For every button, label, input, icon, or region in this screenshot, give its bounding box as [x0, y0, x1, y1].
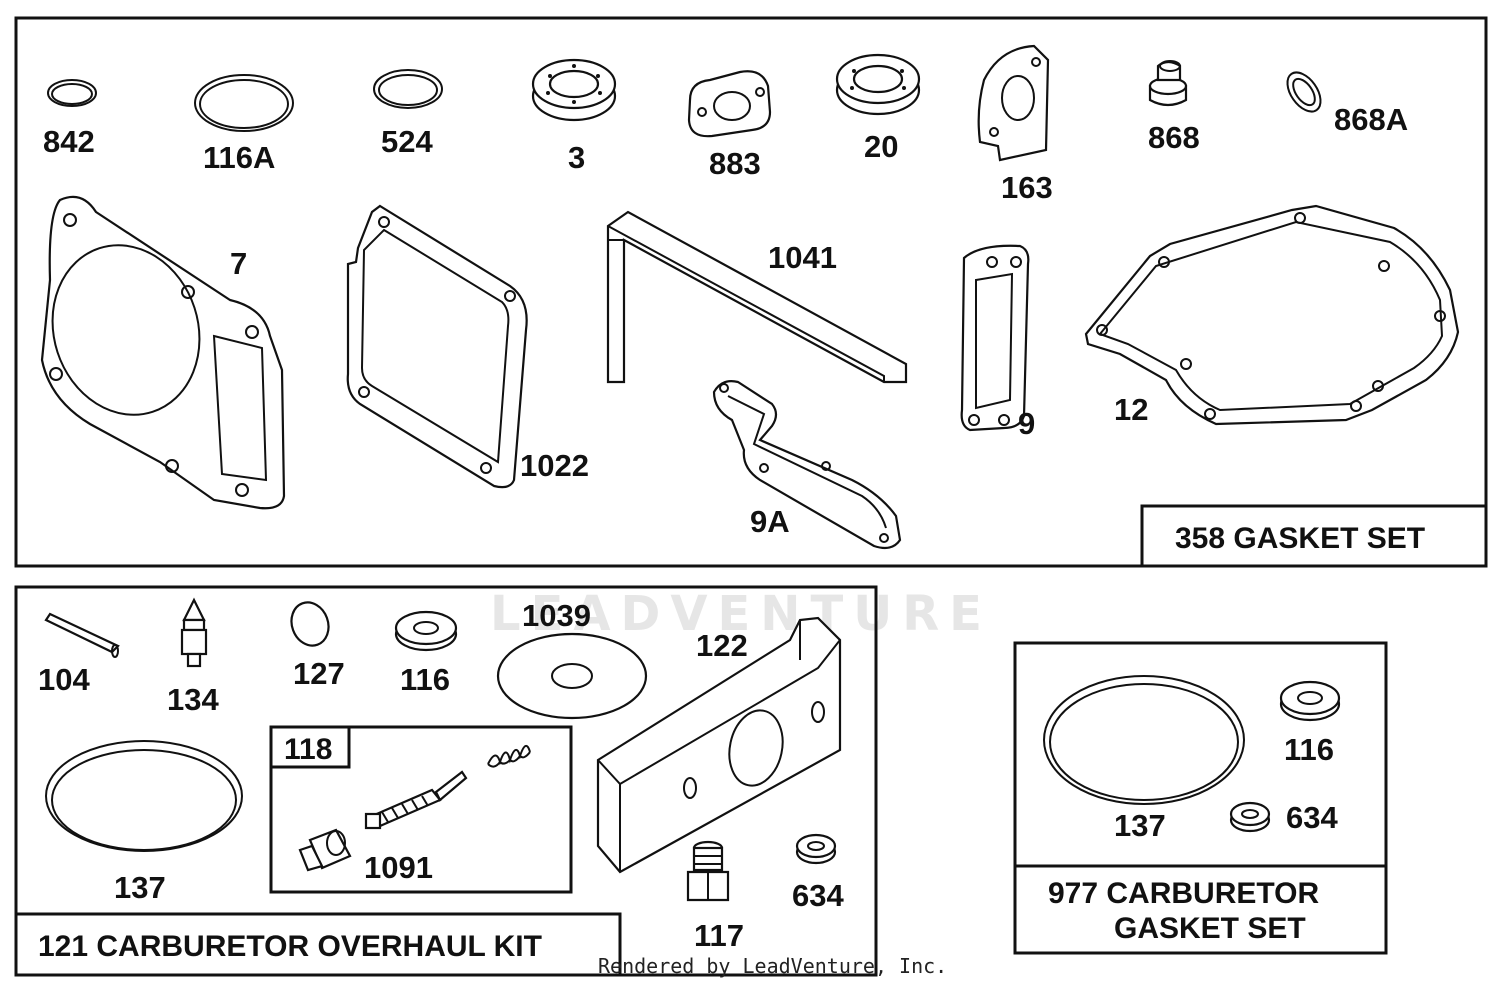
part-134-inlet-needle[interactable]: [180, 597, 208, 668]
carb-gasket-set-title-line2: GASKET SET: [1114, 912, 1306, 945]
label-1022: 1022: [520, 448, 589, 483]
part-3-oil-seal[interactable]: [531, 58, 617, 122]
label-117: 117: [694, 918, 744, 953]
watermark-text: LEADVENTURE: [490, 586, 992, 642]
part-883-gasket[interactable]: [687, 70, 772, 138]
label-122: 122: [696, 628, 748, 663]
label-1041: 1041: [768, 240, 837, 275]
part-104-pin[interactable]: [44, 612, 120, 658]
label-868a: 868A: [1334, 102, 1408, 137]
part-634-washer-set[interactable]: [1229, 801, 1271, 833]
part-9-gasket[interactable]: [960, 244, 1030, 432]
label-116a: 116A: [203, 140, 275, 175]
label-1039: 1039: [522, 598, 591, 633]
part-137-oring-set[interactable]: [1043, 675, 1245, 805]
label-127: 127: [293, 656, 345, 691]
label-634-kit: 634: [792, 878, 844, 913]
part-868-valve-seal[interactable]: [1148, 60, 1188, 107]
part-1039-diaphragm[interactable]: [496, 632, 648, 720]
label-20: 20: [864, 129, 898, 164]
part-117-main-jet[interactable]: [686, 840, 730, 902]
label-883: 883: [709, 146, 761, 181]
gasket-set-title: 358 GASKET SET: [1175, 522, 1425, 555]
part-116-washer[interactable]: [394, 610, 458, 652]
label-1091: 1091: [364, 850, 433, 885]
label-163: 163: [1001, 170, 1053, 205]
label-524: 524: [381, 124, 433, 159]
label-12: 12: [1114, 392, 1148, 427]
part-634-washer-kit[interactable]: [795, 833, 837, 865]
overhaul-kit-title: 121 CARBURETOR OVERHAUL KIT: [38, 930, 542, 963]
label-134: 134: [167, 682, 219, 717]
part-116a-oring[interactable]: [194, 74, 294, 132]
part-20-oil-seal[interactable]: [835, 53, 921, 116]
label-116-kit: 116: [400, 662, 450, 697]
footer-credit: Rendered by LeadVenture, Inc.: [598, 954, 947, 978]
label-868: 868: [1148, 120, 1200, 155]
part-1041-seal-strip[interactable]: [606, 210, 908, 384]
carb-gasket-set-title-line1: 977 CARBURETOR: [1048, 877, 1320, 910]
part-spring[interactable]: [487, 745, 531, 768]
overhaul-kit-title-box: [14, 912, 622, 977]
label-9a: 9A: [750, 504, 790, 539]
label-9: 9: [1018, 406, 1035, 441]
label-7: 7: [230, 246, 247, 281]
part-122-spacer[interactable]: [596, 616, 842, 874]
subkit-118-label-box: [269, 725, 351, 769]
carb-gasket-set-title-box: [1013, 864, 1388, 955]
label-634-set: 634: [1286, 800, 1338, 835]
gasket-set-panel: [14, 16, 1488, 568]
part-127-welch-plug[interactable]: [286, 597, 335, 651]
label-137-set: 137: [1114, 808, 1166, 843]
label-842: 842: [43, 124, 95, 159]
label-118: 118: [284, 733, 332, 766]
part-163-gasket[interactable]: [977, 44, 1050, 162]
label-137-kit: 137: [114, 870, 166, 905]
part-524-ring[interactable]: [373, 69, 443, 109]
part-12-crankcase-gasket[interactable]: [1084, 204, 1460, 426]
gasket-set-title-box: [1140, 504, 1488, 568]
subkit-118-box: [269, 725, 573, 894]
part-137-oring-kit[interactable]: [45, 740, 243, 852]
part-1091-screw[interactable]: [364, 770, 468, 830]
part-1022-gasket[interactable]: [346, 204, 528, 489]
part-116-washer-set[interactable]: [1279, 680, 1341, 722]
part-7-head-gasket[interactable]: [31, 195, 286, 510]
part-868a-washer[interactable]: [1281, 67, 1328, 118]
part-842-ring[interactable]: [47, 79, 97, 107]
label-104: 104: [38, 662, 90, 697]
part-nozzle[interactable]: [298, 828, 352, 872]
part-9a-gasket[interactable]: [712, 380, 902, 550]
label-3: 3: [568, 140, 585, 175]
label-116-set: 116: [1284, 732, 1334, 767]
